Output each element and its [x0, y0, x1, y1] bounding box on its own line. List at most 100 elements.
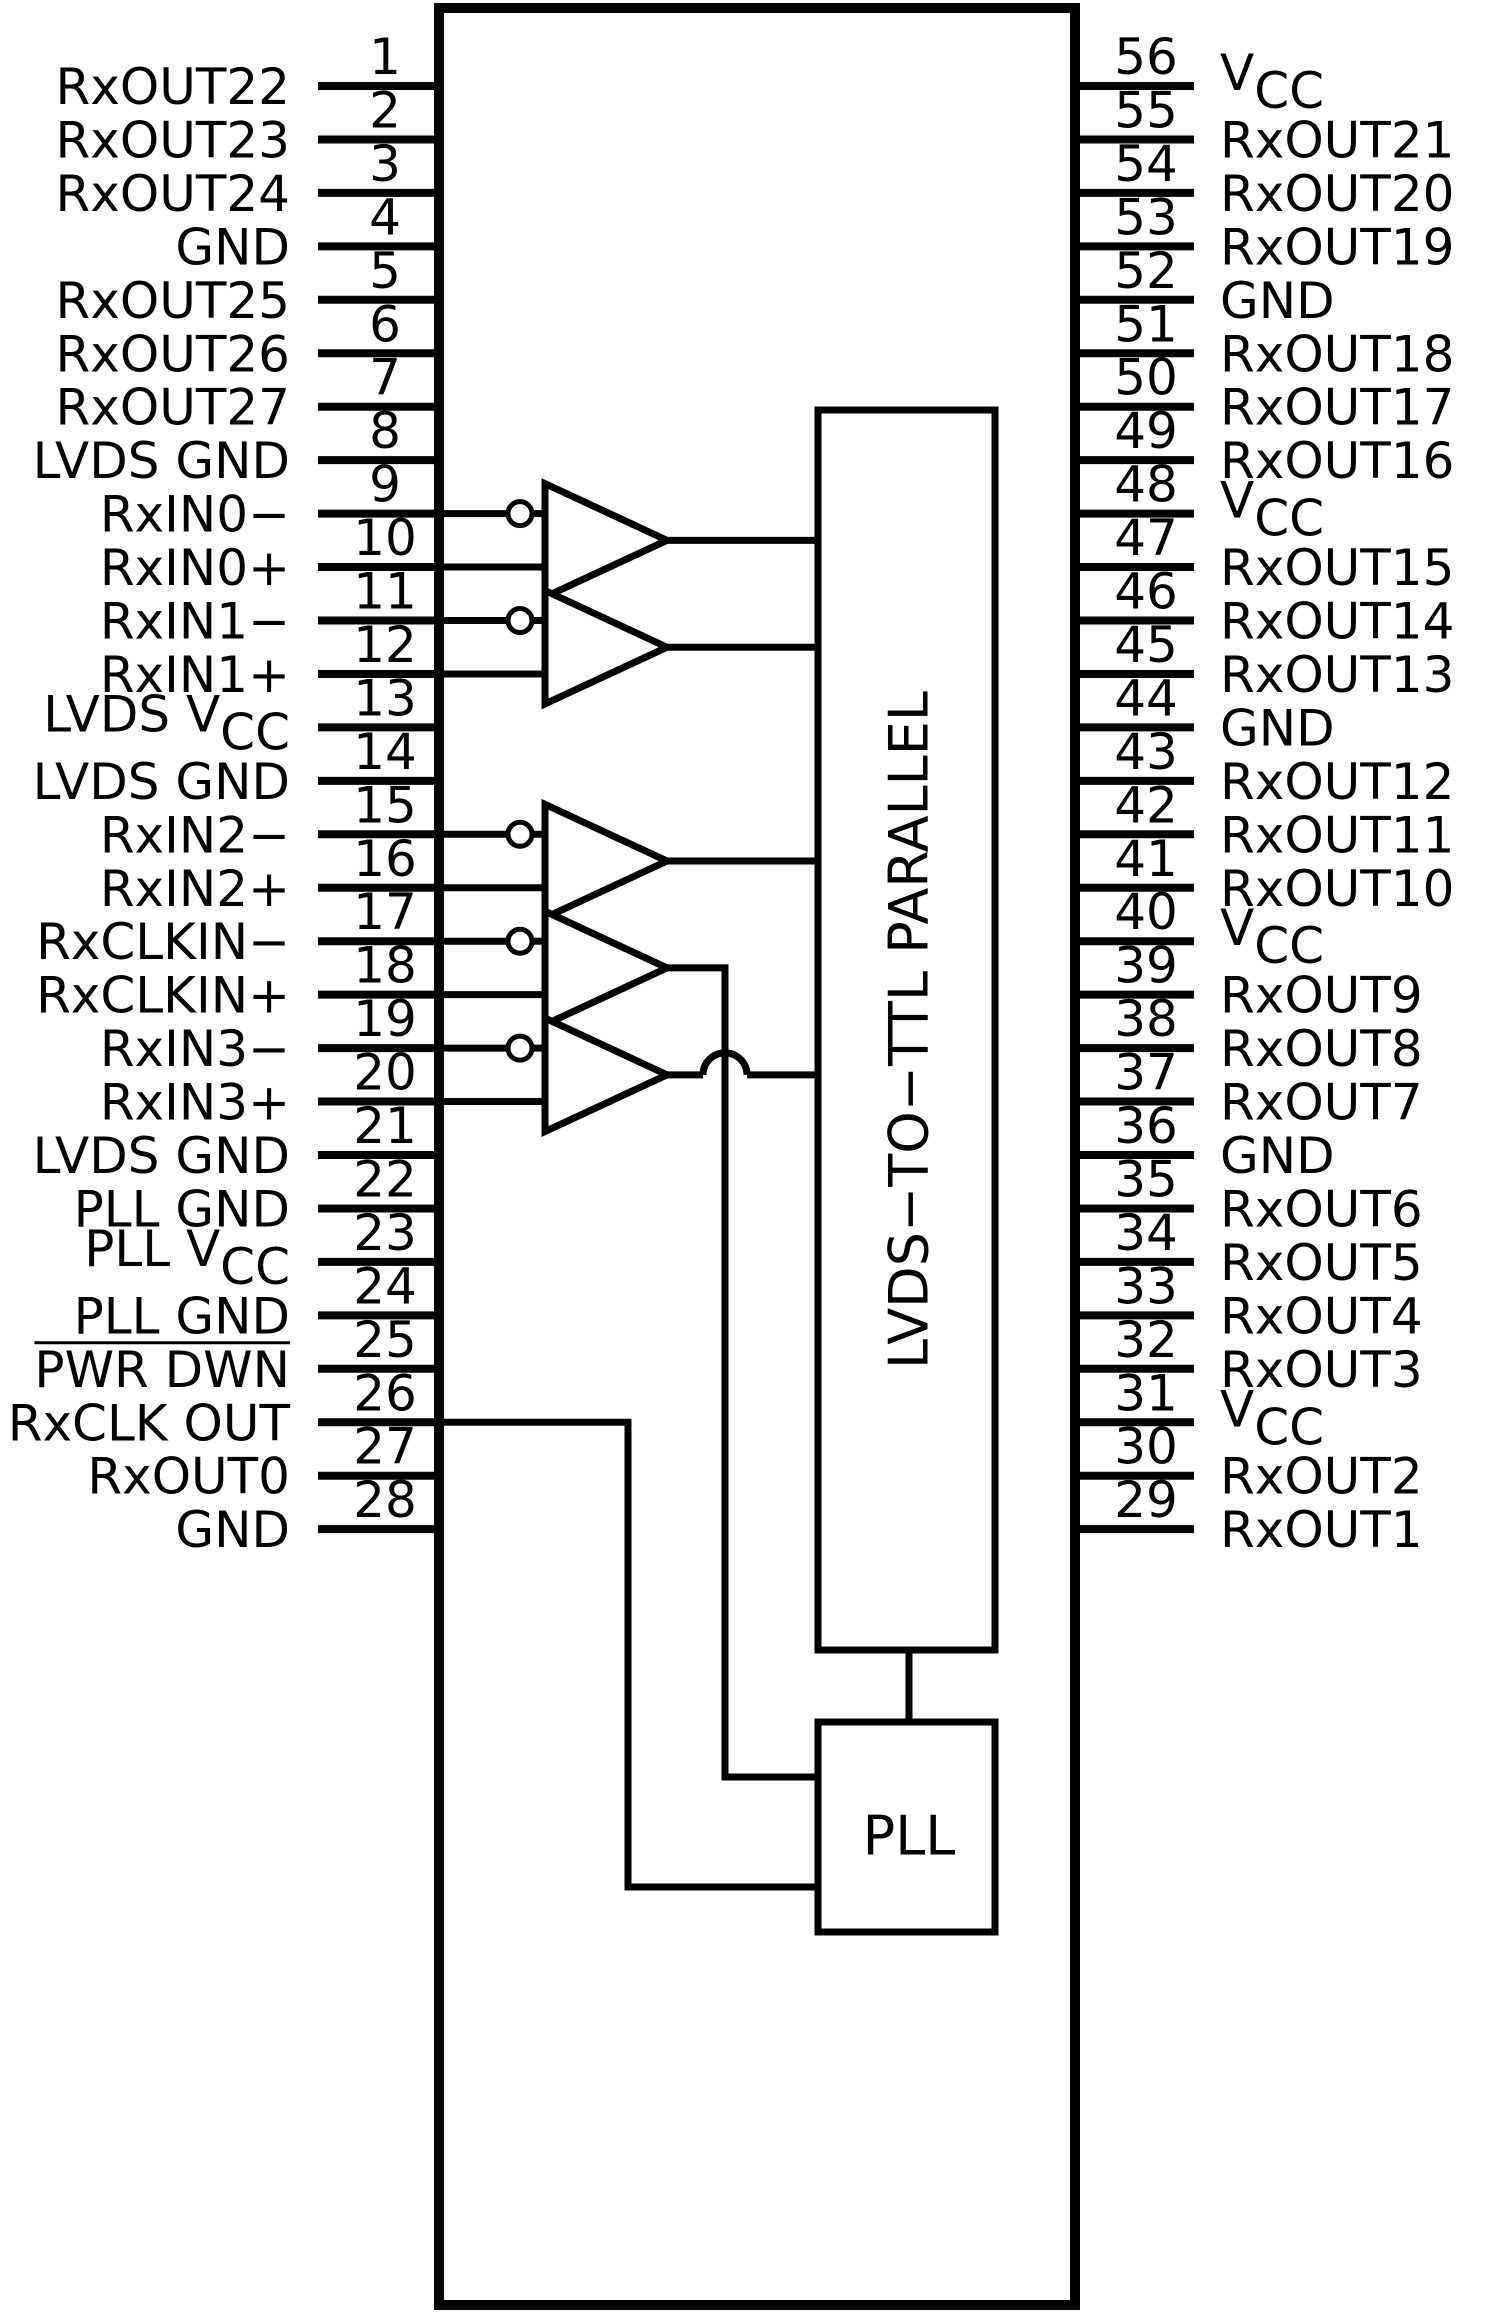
pin-number-40: 40 [1114, 883, 1178, 941]
pin-name-51: RxOUT18 [1220, 325, 1454, 383]
pin-number-10: 10 [353, 509, 417, 567]
pin-name-3: RxOUT24 [56, 165, 290, 223]
pin-name-18: RxCLKIN+ [36, 967, 290, 1025]
pin-number-46: 46 [1114, 563, 1178, 621]
pin-name-8: LVDS GND [33, 432, 290, 490]
pin-number-1: 1 [369, 28, 401, 86]
pin-name-25: PWR DWN [34, 1341, 290, 1399]
pin-number-14: 14 [353, 723, 417, 781]
pin-number-27: 27 [353, 1418, 417, 1476]
pin-number-21: 21 [353, 1097, 417, 1155]
pin-name-54: RxOUT20 [1220, 165, 1454, 223]
rxin3-receiver-amplifier [541, 1012, 676, 1138]
pin-name-33: RxOUT4 [1220, 1287, 1423, 1345]
pin-name-23: PLL VCC [84, 1220, 290, 1296]
pin-number-43: 43 [1114, 723, 1178, 781]
rxin2-inverting-bubble [505, 819, 535, 849]
pin-number-41: 41 [1114, 830, 1178, 888]
pin-number-33: 33 [1114, 1257, 1178, 1315]
pin-number-8: 8 [369, 402, 401, 460]
pin-name-40: VCC [1220, 899, 1324, 975]
pin-name-52: GND [1220, 272, 1335, 330]
pin-number-38: 38 [1114, 990, 1178, 1048]
pll-label: PLL [863, 1805, 956, 1868]
pin-name-1: RxOUT22 [56, 58, 290, 116]
pin-number-36: 36 [1114, 1097, 1178, 1155]
pin-name-10: RxIN0+ [100, 539, 290, 597]
pin-name-48: VCC [1220, 472, 1324, 548]
pin-name-21: LVDS GND [33, 1127, 290, 1185]
pin-name-14: LVDS GND [33, 753, 290, 811]
pin-name-32: RxOUT3 [1220, 1341, 1423, 1399]
pin-name-34: RxOUT5 [1220, 1234, 1423, 1292]
pin-name-55: RxOUT21 [1220, 111, 1454, 169]
pin-name-24: PLL GND [74, 1287, 290, 1345]
pin-name-45: RxOUT13 [1220, 646, 1454, 704]
pin-name-7: RxOUT27 [56, 379, 290, 437]
pin-name-41: RxOUT10 [1220, 860, 1454, 918]
pin-name-35: RxOUT6 [1220, 1180, 1423, 1238]
pin-number-32: 32 [1114, 1311, 1178, 1369]
pin-name-20: RxIN3+ [100, 1074, 290, 1132]
pin-name-37: RxOUT7 [1220, 1074, 1423, 1132]
pin-number-20: 20 [353, 1044, 417, 1102]
pin-number-15: 15 [353, 776, 417, 834]
rxin2-receiver-amplifier [541, 798, 676, 924]
pin-number-34: 34 [1114, 1204, 1178, 1262]
rxclkin-inverting-bubble [505, 926, 535, 956]
pin-number-23: 23 [353, 1204, 417, 1262]
pin-name-47: RxOUT15 [1220, 539, 1454, 597]
pin-name-6: RxOUT26 [56, 325, 290, 383]
pin-number-37: 37 [1114, 1044, 1178, 1102]
pin-number-56: 56 [1114, 28, 1178, 86]
pin-number-39: 39 [1114, 937, 1178, 995]
lvds-to-ttl-label: LVDS−TO−TTL PARALLEL [878, 691, 941, 1369]
pin-name-44: GND [1220, 699, 1335, 757]
pin-name-5: RxOUT25 [56, 272, 290, 330]
pin-name-46: RxOUT14 [1220, 593, 1454, 651]
pin-number-6: 6 [369, 295, 401, 353]
pin-number-50: 50 [1114, 349, 1178, 407]
pin-number-18: 18 [353, 937, 417, 995]
pin-number-28: 28 [353, 1471, 417, 1529]
pin-number-4: 4 [369, 188, 401, 246]
pin-number-35: 35 [1114, 1150, 1178, 1208]
pin-number-51: 51 [1114, 295, 1178, 353]
pin-number-9: 9 [369, 456, 401, 514]
pin-number-48: 48 [1114, 456, 1178, 514]
pin-name-4: GND [175, 218, 290, 276]
pin-number-47: 47 [1114, 509, 1178, 567]
pin-name-9: RxIN0− [100, 486, 290, 544]
pin-name-17: RxCLKIN− [36, 913, 290, 971]
pin-number-5: 5 [369, 242, 401, 300]
pin-name-50: RxOUT17 [1220, 379, 1454, 437]
pin-name-27: RxOUT0 [87, 1448, 290, 1506]
pin-number-22: 22 [353, 1150, 417, 1208]
pin-number-31: 31 [1114, 1364, 1178, 1422]
pin-number-49: 49 [1114, 402, 1178, 460]
pin-number-53: 53 [1114, 188, 1178, 246]
rxin3-inverting-bubble [505, 1033, 535, 1063]
pin-name-16: RxIN2+ [100, 860, 290, 918]
pin-number-13: 13 [353, 669, 417, 727]
pin-name-30: RxOUT2 [1220, 1448, 1423, 1506]
pin-number-30: 30 [1114, 1418, 1178, 1476]
pll-to-rxclkout-wire [440, 1418, 818, 1891]
pin-name-56: VCC [1220, 44, 1324, 120]
pin-number-25: 25 [353, 1311, 417, 1369]
pin-name-29: RxOUT1 [1220, 1501, 1423, 1559]
pin-number-19: 19 [353, 990, 417, 1048]
pin-name-43: RxOUT12 [1220, 753, 1454, 811]
pin-number-52: 52 [1114, 242, 1178, 300]
rxin0-inverting-bubble [505, 499, 535, 529]
pin-number-3: 3 [369, 135, 401, 193]
receiver-circuit [440, 478, 818, 1891]
pin-name-26: RxCLK OUT [8, 1394, 291, 1452]
pin-name-39: RxOUT9 [1220, 967, 1423, 1025]
pin-name-28: GND [175, 1501, 290, 1559]
pin-name-36: GND [1220, 1127, 1335, 1185]
pin-number-45: 45 [1114, 616, 1178, 674]
rxin1-receiver-amplifier [541, 585, 676, 710]
